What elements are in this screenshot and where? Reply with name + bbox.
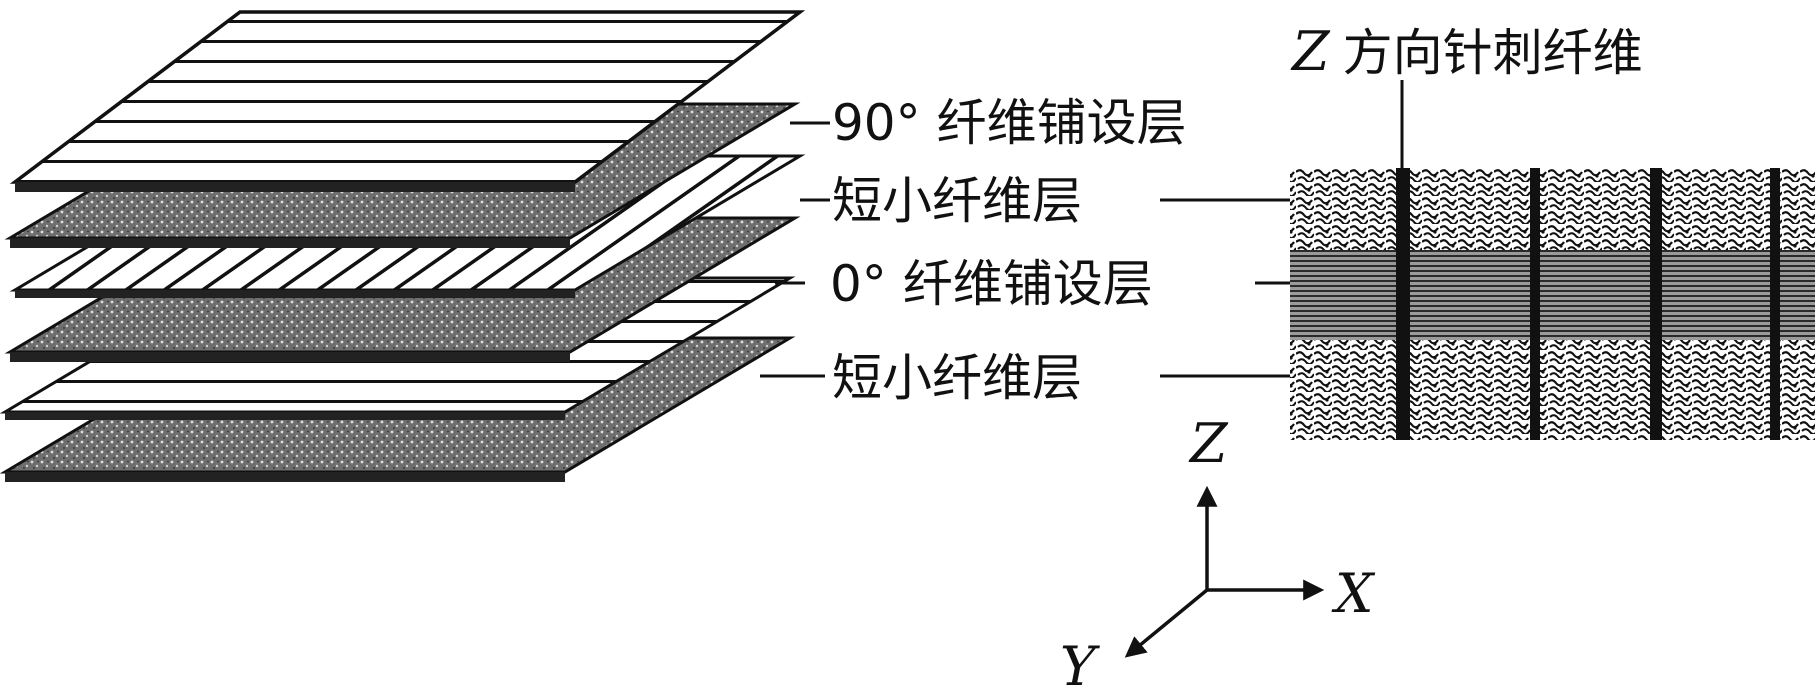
label-layer-0: 0° 纤维铺设层 <box>830 255 1153 313</box>
leader-lines <box>760 121 830 378</box>
fiber-layer-90 <box>9 10 806 192</box>
axis-label-x: X <box>1331 562 1376 625</box>
cross-section <box>1290 168 1815 440</box>
axis-label-y: Y <box>1060 635 1100 692</box>
z-needle-fibers <box>1396 168 1780 440</box>
label-z-needle: Z 方向针刺纤维 <box>1290 20 1643 83</box>
label-short-fiber-2: 短小纤维层 <box>832 349 1082 407</box>
leader-lines-right <box>1160 80 1404 378</box>
label-layer-90: 90° 纤维铺设层 <box>832 94 1187 152</box>
axes: Z X Y <box>1060 412 1376 692</box>
axis-label-z: Z <box>1188 412 1229 475</box>
layer-stack <box>0 10 806 482</box>
label-short-fiber-1: 短小纤维层 <box>832 172 1082 230</box>
